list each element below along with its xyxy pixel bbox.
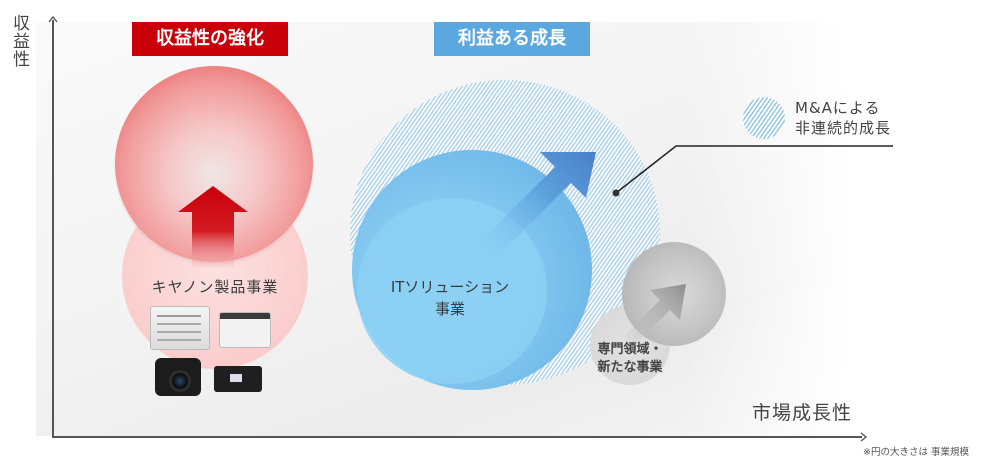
legend-line2: 非連続的成長	[795, 119, 892, 137]
laser-printer-image	[219, 312, 271, 348]
diagonal-arrow-icon	[480, 152, 596, 258]
copier-image	[150, 306, 210, 350]
x-axis-arrow-icon	[860, 432, 867, 442]
inkjet-printer-image	[214, 366, 262, 392]
hatched-circle-icon	[743, 97, 785, 139]
new-label-line1: 専門領域・	[597, 342, 663, 357]
it-segment-label: ITソリューション 事業	[370, 276, 530, 320]
y-axis-line	[52, 20, 54, 438]
y-axis-label: 収益性	[9, 14, 29, 68]
badge-growth: 利益ある成長	[434, 22, 590, 56]
camera-image	[155, 358, 201, 396]
legend-line1: M&Aによる	[795, 99, 881, 117]
it-label-line1: ITソリューション	[390, 278, 510, 296]
canon-segment-label: キヤノン製品事業	[151, 278, 279, 296]
y-axis-arrow-icon	[48, 16, 58, 23]
it-label-line2: 事業	[434, 300, 465, 318]
new-business-label: 専門領域・ 新たな事業	[570, 341, 690, 377]
up-arrow-icon	[178, 186, 248, 268]
badge-profitability: 収益性の強化	[132, 22, 288, 56]
diagonal-arrow-icon	[624, 284, 686, 346]
x-axis-label: 市場成長性	[752, 402, 853, 424]
new-label-line2: 新たな事業	[597, 360, 663, 375]
x-axis-line	[52, 436, 862, 438]
legend-label: M&Aによる 非連続的成長	[795, 98, 891, 138]
size-note: ※円の大きさは 事業規模	[863, 447, 969, 458]
